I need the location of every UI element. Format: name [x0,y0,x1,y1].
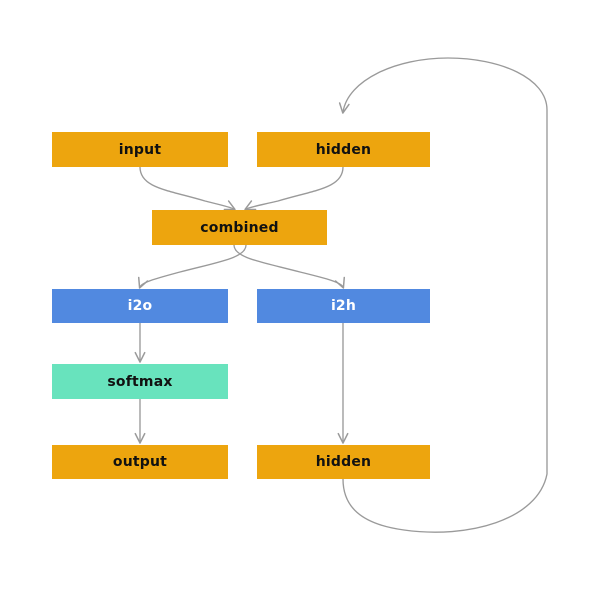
node-input[interactable]: input [52,132,228,167]
node-i2h[interactable]: i2h [257,289,430,323]
node-hidden-input[interactable]: hidden [257,132,430,167]
node-output[interactable]: output [52,445,228,479]
node-output-label: output [112,454,168,470]
node-i2o[interactable]: i2o [52,289,228,323]
node-combined-label: combined [200,219,279,236]
node-hidden-output-label: hidden [315,454,372,470]
node-softmax[interactable]: softmax [52,364,228,399]
node-hidden-input-label: hidden [315,141,372,158]
node-softmax-label: softmax [107,373,173,390]
edge-input-to-combined [139,166,236,211]
edge-hidden-to-combined [244,166,344,211]
edge-combined-to-i2h [233,244,345,289]
node-i2o-label: i2o [127,298,153,314]
node-input-label: input [118,141,162,158]
edge-combined-to-i2o [138,244,247,289]
node-i2h-label: i2h [330,298,357,314]
node-hidden-output[interactable]: hidden [257,445,430,479]
node-combined[interactable]: combined [152,210,327,245]
